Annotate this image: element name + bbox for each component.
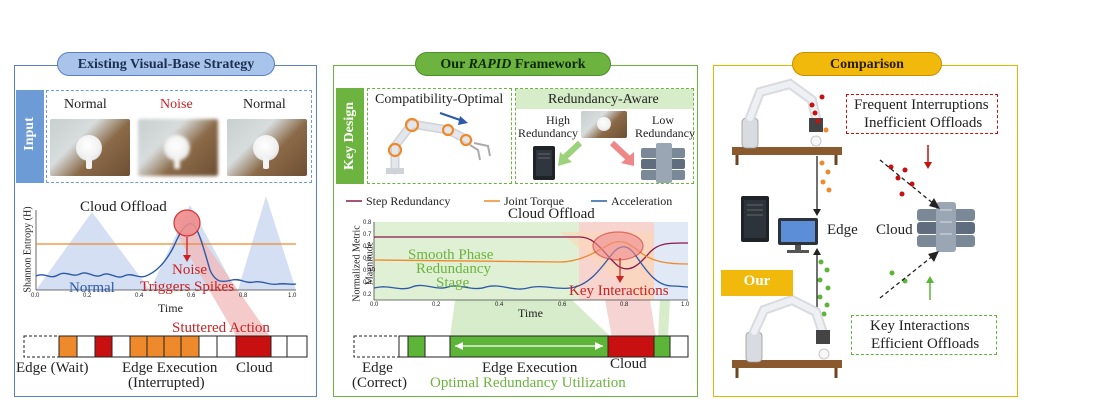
high-redundancy-label: Redundancy — [518, 126, 578, 140]
our-badge — [721, 270, 793, 296]
title-suffix: Framework — [511, 57, 586, 72]
metric-xtick-5: 1.0 — [681, 302, 690, 308]
legend-step-redundancy: Step Redundancy — [366, 194, 451, 208]
our-label: Our — [743, 273, 771, 289]
input-frame-area — [46, 90, 312, 183]
input-frame-noisy — [138, 119, 218, 176]
frame-label-normal-1: Normal — [64, 97, 107, 112]
interrupted-label: (Interrupted) — [128, 375, 205, 391]
entropy-xtick-4: 0.8 — [239, 293, 248, 299]
frame-label-noise: Noise — [160, 97, 193, 112]
edge-label-middle: Edge — [362, 360, 393, 376]
optimal-utilization-label: Optimal Redundancy Utilization — [430, 375, 626, 391]
metric-xtick-2: 0.4 — [495, 302, 504, 308]
metric-xtick-0: 0.0 — [370, 302, 379, 308]
smooth-phase-label: Smooth Phase — [408, 247, 494, 263]
compat-optimal-label: Compatibility-Optimal — [375, 92, 504, 107]
cloud-offload-label-middle: Cloud Offload — [508, 206, 595, 222]
metric-ytick-0: 0.2 — [363, 292, 372, 298]
frequent-interruptions-label: Frequent Interruptions — [854, 97, 989, 113]
frame-label-normal-2: Normal — [243, 97, 286, 112]
entropy-xtick-5: 1.0 — [288, 293, 297, 299]
redundancy-aware-header — [516, 89, 693, 109]
low-redundancy-label: Redundancy — [635, 126, 695, 140]
cloud-label-left: Cloud — [236, 360, 273, 376]
entropy-xtick-3: 0.6 — [187, 293, 196, 299]
edge-correct-label: (Correct) — [352, 375, 407, 391]
key-interactions-label-middle: Key Interactions — [569, 283, 669, 299]
edge-execution-label: Edge Execution — [122, 360, 218, 376]
low-label: Low — [652, 113, 674, 127]
edge-execution-label-middle: Edge Execution — [482, 360, 578, 376]
metric-xtick-1: 0.2 — [432, 302, 441, 308]
metric-ytick-3: 0.5 — [363, 256, 372, 262]
cloud-label-right: Cloud — [876, 222, 913, 238]
metric-ytick-1: 0.3 — [363, 280, 372, 286]
comparison-title: Comparison — [792, 52, 942, 76]
key-interactions-label-right: Key Interactions — [870, 318, 970, 334]
existing-strategy-title: Existing Visual-Base Strategy — [57, 52, 275, 76]
legend-acceleration: Acceleration — [611, 194, 673, 208]
metric-ytick-2: 0.4 — [363, 268, 372, 274]
key-design-label-box — [336, 88, 364, 184]
stuttered-action-label: Stuttered Action — [172, 320, 270, 336]
legend-joint-torque: Joint Torque — [504, 194, 564, 208]
title-prefix: Our — [440, 57, 469, 72]
inefficient-offloads-label: Inefficient Offloads — [864, 115, 983, 131]
cloud-label-middle: Cloud — [610, 356, 647, 372]
triggers-spikes-label: Triggers Spikes — [140, 279, 235, 295]
compat-optimal-box — [367, 88, 512, 184]
frequent-interruptions-box — [846, 94, 998, 134]
entropy-xtick-1: 0.2 — [83, 293, 92, 299]
entropy-xtick-0: 0.0 — [31, 293, 40, 299]
cloud-offload-label-left: Cloud Offload — [80, 199, 167, 215]
entropy-xtick-2: 0.4 — [135, 293, 144, 299]
key-interactions-box — [851, 315, 997, 355]
input-frame-3 — [227, 119, 307, 176]
metric-xtick-4: 0.8 — [620, 302, 629, 308]
metric-xlabel: Time — [518, 306, 543, 320]
redundancy-aware-box — [515, 88, 694, 184]
high-label: High — [546, 113, 570, 127]
redundancy-label: Redundancy — [416, 261, 491, 277]
redundancy-frame-photo — [581, 111, 627, 138]
entropy-xlabel: Time — [158, 301, 183, 315]
input-frame-1 — [50, 119, 130, 176]
edge-wait-label: Edge (Wait) — [16, 360, 89, 376]
title-rapid: RAPID — [468, 57, 512, 72]
rapid-framework-title: Our RAPID Framework — [415, 52, 611, 76]
stage-label: Stage — [436, 275, 470, 291]
metric-ytick-5: 0.7 — [363, 232, 372, 238]
edge-label-right: Edge — [827, 222, 858, 238]
noise-label: Noise — [172, 262, 207, 278]
efficient-offloads-label: Efficient Offloads — [871, 336, 980, 352]
metric-ytick-4: 0.6 — [363, 244, 372, 250]
metric-ytick-6: 0.8 — [363, 220, 372, 226]
input-label-box — [16, 90, 44, 183]
normal-label: Normal — [69, 280, 115, 296]
metric-xtick-3: 0.6 — [558, 302, 567, 308]
redundancy-aware-label: Redundancy-Aware — [548, 92, 659, 107]
